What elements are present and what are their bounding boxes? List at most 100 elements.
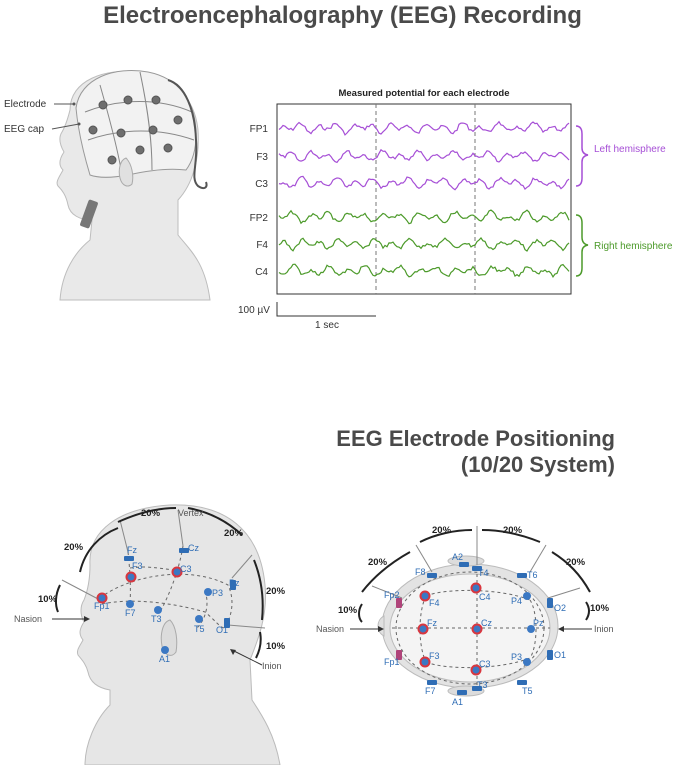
electrode-t5-top	[517, 680, 527, 685]
scale-voltage-label: 100 µV	[238, 305, 270, 316]
channel-label-f4: F4	[256, 240, 268, 251]
top-pct-low-left: 10%	[338, 605, 358, 616]
side-label-f3: F3	[132, 561, 143, 571]
top-pct-left: 20%	[368, 557, 388, 568]
channel-label-fp2: FP2	[250, 213, 269, 224]
side-label-c3: C3	[180, 564, 192, 574]
side-inion-label: Inion	[262, 661, 282, 671]
top-label-pz: Pz	[533, 618, 544, 628]
left-hemisphere-bracket	[575, 125, 589, 187]
waveform-f3	[278, 148, 570, 164]
electrode-f8-top	[427, 573, 437, 578]
electrode-o1-top	[547, 650, 553, 660]
top-pct-low-right: 10%	[590, 603, 610, 614]
eeg-cap-label: EEG cap	[4, 124, 44, 135]
side-label-cz: Cz	[188, 543, 199, 553]
electrode-cz-side	[179, 548, 189, 553]
electrode-t5-side	[195, 615, 203, 623]
waveform-fp1	[278, 120, 570, 136]
side-pct-top: 20%	[141, 508, 161, 519]
electrode-label: Electrode	[4, 99, 47, 110]
right-hemisphere-label: Right hemisphere	[594, 241, 673, 252]
electrode-p4-top	[523, 592, 531, 600]
top-label-a2: A2	[452, 552, 463, 562]
electrode-p3-top	[523, 658, 531, 666]
top-label-f3: F3	[429, 651, 440, 661]
electrode-fz-top	[417, 623, 429, 635]
electrode-c3-side	[171, 566, 183, 578]
scale-time-label: 1 sec	[315, 320, 339, 331]
waveform-c3	[278, 175, 570, 191]
plot-title: Measured potential for each electrode	[338, 88, 509, 99]
top-label-c4: C4	[479, 592, 491, 602]
electrode-f7-top	[427, 680, 437, 685]
channel-label-c4: C4	[255, 267, 268, 278]
top-label-t4: T4	[478, 568, 489, 578]
top-inion-label: Inion	[594, 624, 614, 634]
side-label-o1: O1	[216, 625, 228, 635]
side-electrodes	[96, 548, 236, 654]
cap-electrodes	[88, 95, 183, 165]
side-label-fz: Fz	[127, 545, 137, 555]
top-nasion-label: Nasion	[316, 624, 344, 634]
top-label-fz: Fz	[427, 618, 437, 628]
electrode-f7-side	[126, 600, 134, 608]
electrode-o2-top	[547, 598, 553, 608]
side-pct-right: 20%	[266, 586, 286, 597]
channel-label-c3: C3	[255, 179, 268, 190]
signal-plot-frame	[276, 103, 572, 295]
side-nasion-label: Nasion	[14, 614, 42, 624]
top-label-t3: T3	[477, 680, 488, 690]
electrode-f4-top	[419, 590, 431, 602]
side-label-a1: A1	[159, 654, 170, 664]
top-label-f4: F4	[429, 598, 440, 608]
top-pct-top-left: 20%	[432, 525, 452, 536]
electrode-pz-side	[230, 580, 236, 590]
side-label-t3: T3	[151, 614, 162, 624]
side-label-f7: F7	[125, 608, 136, 618]
waveform-f4	[278, 237, 570, 252]
electrode-c3-top	[470, 664, 482, 676]
side-head-illustration	[52, 504, 281, 765]
electrode-cz-top	[471, 623, 483, 635]
top-label-c3: C3	[479, 659, 491, 669]
top-label-a1: A1	[452, 697, 463, 707]
electrode-fp1-side	[96, 592, 108, 604]
scale-bar	[276, 302, 376, 317]
eeg-waveforms	[278, 120, 570, 279]
top-label-p3: P3	[511, 652, 522, 662]
vertex-label: Vertex	[178, 508, 204, 518]
waveform-fp2	[278, 209, 570, 225]
side-label-t5: T5	[194, 624, 205, 634]
electrode-a1-side	[161, 646, 169, 654]
top-label-cz: Cz	[481, 618, 492, 628]
side-pct-low-right: 10%	[266, 641, 286, 652]
top-label-fp1: Fp1	[384, 657, 400, 667]
electrode-o1-side	[224, 618, 230, 628]
top-label-f7: F7	[425, 686, 436, 696]
electrode-c4-top	[470, 582, 482, 594]
electrode-t3-side	[154, 606, 162, 614]
right-hemisphere-bracket	[575, 214, 589, 277]
channel-label-fp1: FP1	[250, 124, 269, 135]
top-pct-right: 20%	[566, 557, 586, 568]
electrode-a2-top	[459, 562, 469, 567]
page-title: Electroencephalography (EEG) Recording	[103, 2, 582, 29]
side-label-fp1: Fp1	[94, 601, 110, 611]
side-label-pz: Pz	[229, 578, 240, 588]
positioning-title-line1: EEG Electrode Positioning	[336, 426, 615, 451]
electrode-t6-top	[517, 573, 527, 578]
channel-label-f3: F3	[256, 152, 268, 163]
electrode-t3-top	[472, 686, 482, 691]
positioning-title-line2: (10/20 System)	[460, 452, 615, 477]
electrode-f3-top	[419, 656, 431, 668]
top-label-t5: T5	[522, 686, 533, 696]
side-pct-low-left: 10%	[38, 594, 58, 605]
electrode-fp1-top	[396, 650, 402, 660]
head-profile-illustration	[56, 70, 211, 301]
electrode-fp2-top	[396, 598, 402, 608]
left-hemisphere-label: Left hemisphere	[594, 144, 666, 155]
top-label-t6: T6	[527, 570, 538, 580]
electrode-pz-top	[527, 625, 535, 633]
